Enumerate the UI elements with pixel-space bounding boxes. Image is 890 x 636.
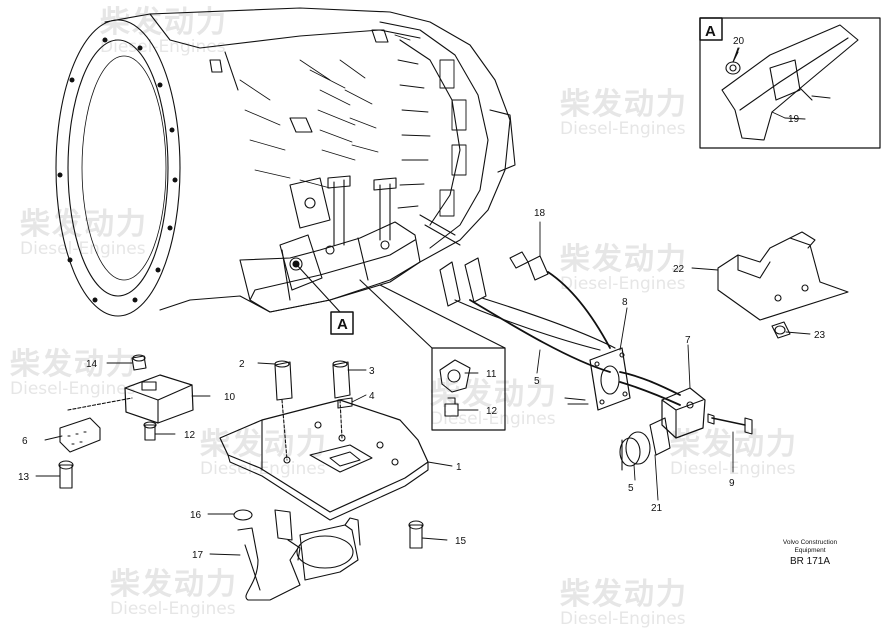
callout-21: 21 (651, 503, 663, 514)
solenoid-parts (58, 354, 194, 489)
callout-23: 23 (814, 330, 826, 341)
callout-3: 3 (369, 366, 375, 377)
leader-lines (35, 47, 811, 556)
callout-12: 12 (184, 430, 196, 441)
callout-11: 11 (486, 369, 497, 380)
valve-body-plate (219, 360, 429, 549)
filter-parts (233, 509, 361, 601)
callout-13: 13 (18, 472, 30, 483)
reference-block: Volvo Construction Equipment BR 171A (761, 539, 859, 568)
callout-15: 15 (455, 536, 467, 547)
callout-18: 18 (534, 208, 546, 219)
callout-20: 20 (733, 36, 745, 47)
callout-19: 19 (788, 114, 800, 125)
reference-division: Equipment (794, 547, 826, 554)
detail-a-pointer (295, 263, 354, 335)
detail-a-letter: A (337, 316, 348, 333)
callout-12: 12 (486, 406, 498, 417)
callout-4: 4 (369, 391, 375, 402)
callout-17: 17 (192, 550, 204, 561)
callout-1: 1 (456, 462, 462, 473)
detail-valve-inset (359, 279, 506, 431)
callout-8: 8 (622, 297, 628, 308)
callout-14: 14 (86, 359, 98, 370)
reference-company: Volvo Construction (782, 539, 838, 546)
reference-code: BR 171A (789, 556, 831, 567)
callout-2: 2 (239, 359, 245, 370)
callout-10: 10 (224, 392, 236, 403)
callout-5: 5 (628, 483, 634, 494)
callout-6: 6 (22, 436, 28, 447)
wiring-harness (439, 251, 753, 471)
detail-a-inset (699, 17, 881, 149)
callout-22: 22 (673, 264, 685, 275)
transmission-housing (55, 7, 516, 317)
callout-16: 16 (190, 510, 202, 521)
callout-9: 9 (729, 478, 735, 489)
bracket-clamp (717, 231, 849, 339)
callout-7: 7 (685, 335, 691, 346)
detail-a-letter: A (705, 23, 716, 40)
callout-5: 5 (534, 376, 540, 387)
